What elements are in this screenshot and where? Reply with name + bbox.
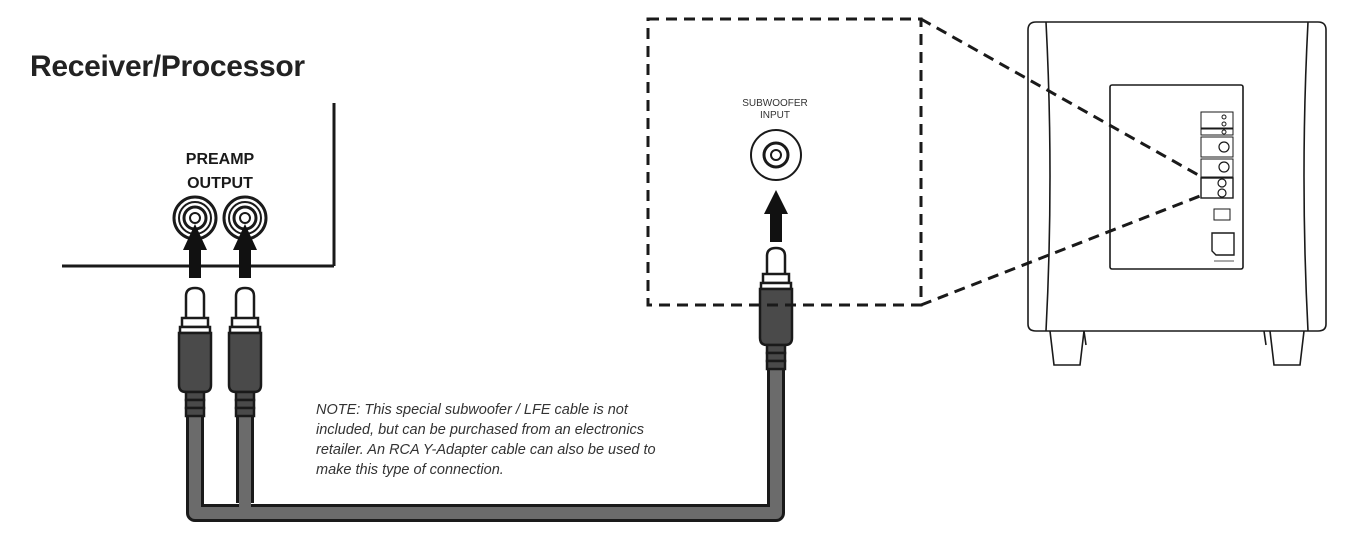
note-line1: NOTE: This special subwoofer / LFE cable… bbox=[316, 402, 628, 418]
subwoofer-input-label: SUBWOOFER INPUT bbox=[715, 98, 835, 122]
arrow-up-right bbox=[233, 224, 257, 278]
receiver-title: Receiver/Processor bbox=[30, 50, 305, 83]
subwoofer-cable bbox=[186, 370, 785, 522]
preamp-output-label: PREAMP OUTPUT bbox=[150, 148, 290, 196]
cable-note: NOTE: This special subwoofer / LFE cable… bbox=[316, 400, 716, 480]
rca-plug-subwoofer bbox=[758, 246, 794, 371]
preamp-label-line2: OUTPUT bbox=[187, 175, 253, 192]
note-line2: included, but can be purchased from an e… bbox=[316, 422, 645, 438]
subwoofer-control-panel bbox=[1109, 84, 1244, 270]
arrow-up-subwoofer bbox=[764, 190, 788, 242]
subwoofer-input-jack bbox=[750, 129, 802, 181]
arrow-up-left bbox=[183, 224, 207, 278]
subwoofer-label-line2: INPUT bbox=[760, 110, 790, 121]
zoom-callout-box bbox=[646, 17, 1201, 307]
subwoofer-cabinet bbox=[1027, 21, 1327, 366]
rca-plug-right bbox=[227, 286, 263, 418]
subwoofer-label-line1: SUBWOOFER bbox=[742, 98, 808, 109]
note-line3: retailer. An RCA Y-Adapter cable can als… bbox=[316, 442, 656, 458]
note-line4: make this type of connection. bbox=[316, 462, 504, 478]
rca-plug-left bbox=[177, 286, 213, 418]
preamp-label-line1: PREAMP bbox=[185, 151, 255, 168]
